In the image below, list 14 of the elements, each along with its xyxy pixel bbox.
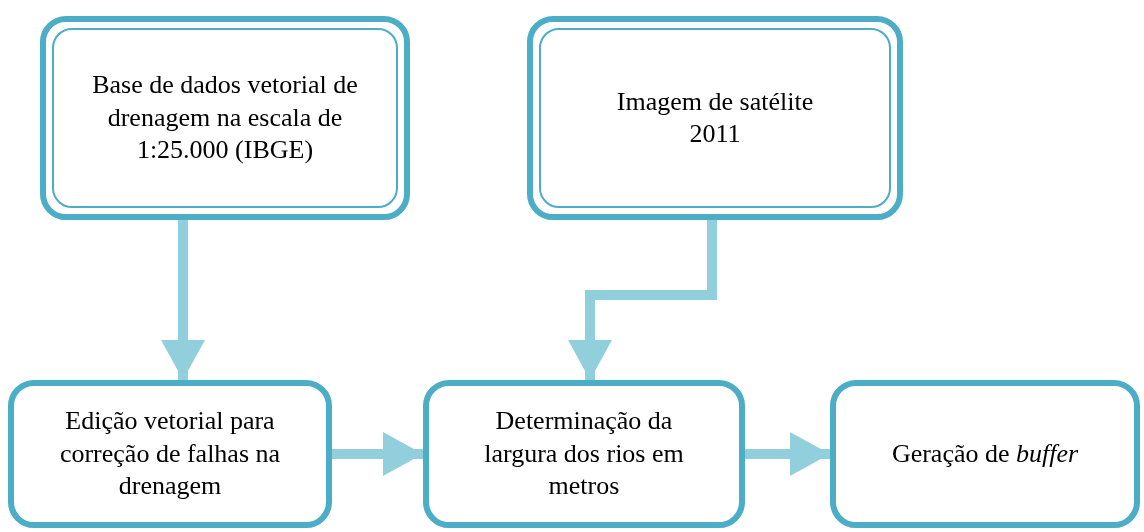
node-text: Edição vetorial para correção de falhas na drenagem <box>58 405 282 503</box>
node-text: Imagem de satélite 2011 <box>615 85 815 150</box>
node-text: Geração de buffer <box>891 437 1079 470</box>
node-text: Determinação da largura dos rios em metros <box>483 405 685 503</box>
process-box <box>8 380 332 528</box>
node-text: Base de dados vetorial de drenagem na escala de 1:25.000 (IBGE) <box>91 69 359 167</box>
process-box <box>527 16 903 220</box>
arrow <box>568 220 717 380</box>
process-box <box>40 16 410 220</box>
arrow <box>745 432 830 476</box>
process-box <box>423 380 745 528</box>
arrow <box>332 432 423 476</box>
process-box <box>830 380 1140 528</box>
arrow <box>161 220 205 380</box>
